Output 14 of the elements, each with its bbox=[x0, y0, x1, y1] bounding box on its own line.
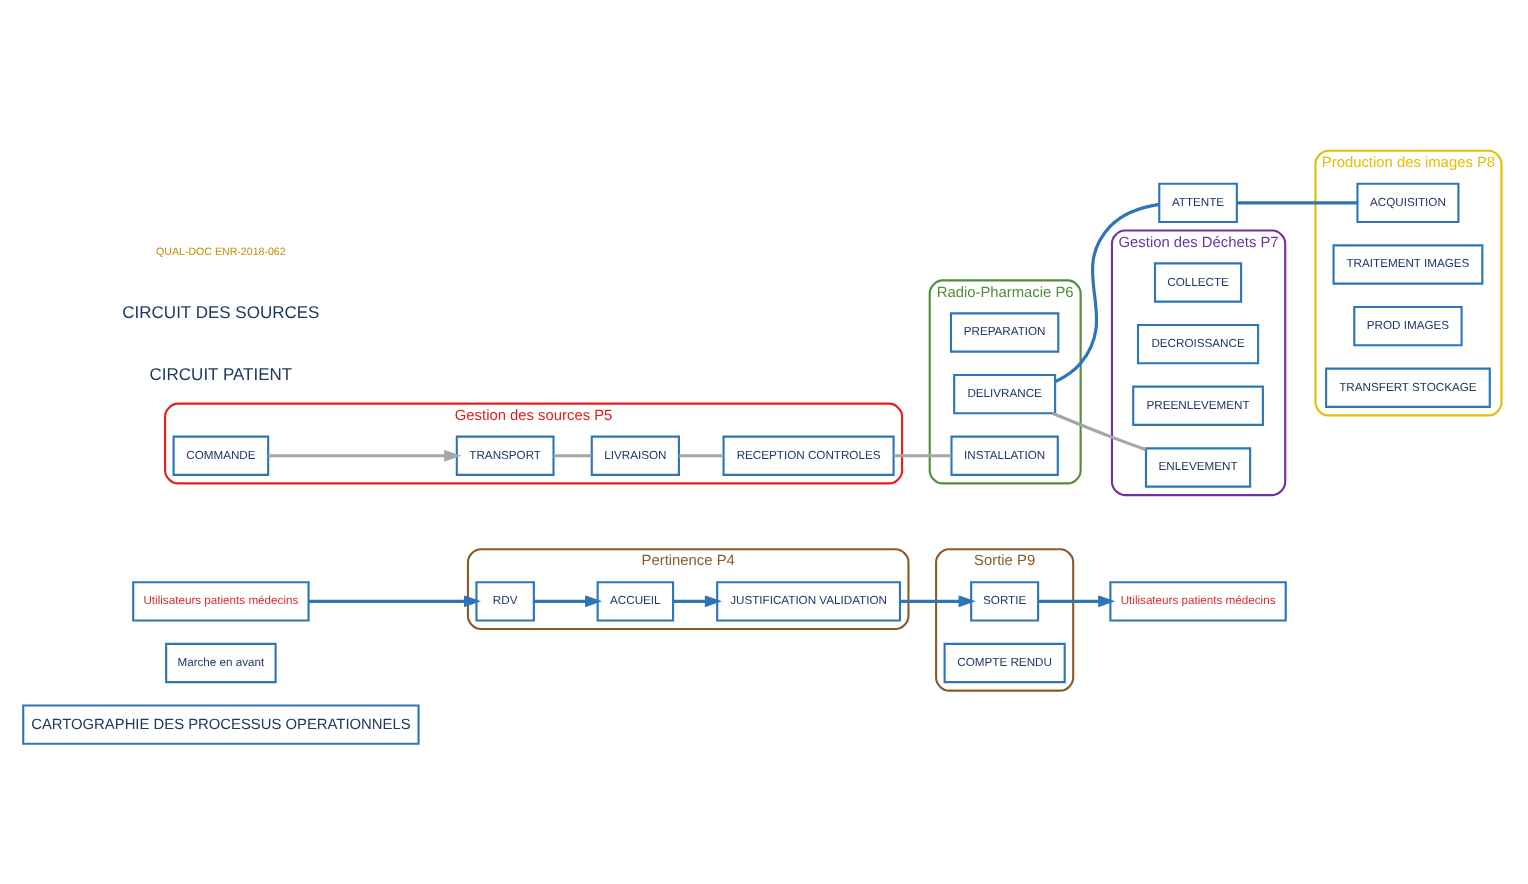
arrow bbox=[307, 594, 481, 607]
label: CIRCUIT PATIENT bbox=[148, 363, 292, 384]
label: CIRCUIT DES SOURCES bbox=[121, 301, 319, 322]
arrow bbox=[267, 448, 461, 461]
connector bbox=[552, 453, 591, 457]
connector bbox=[1053, 201, 1159, 383]
connector bbox=[678, 453, 723, 457]
arrow bbox=[899, 594, 975, 607]
arrow bbox=[672, 594, 721, 607]
arrow bbox=[533, 594, 602, 607]
connector bbox=[1236, 200, 1357, 204]
connector bbox=[1050, 410, 1146, 451]
arrow bbox=[1037, 594, 1115, 607]
connector bbox=[892, 453, 951, 457]
